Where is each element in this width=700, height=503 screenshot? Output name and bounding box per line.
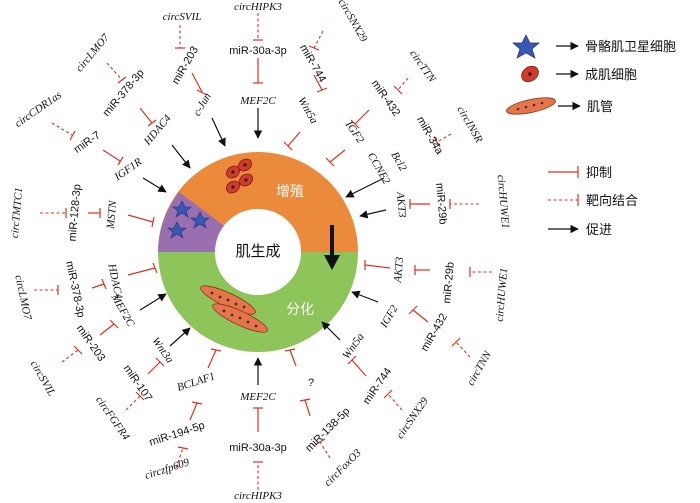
label-mir138: miR-138-5p [303,405,352,454]
label-circhipk3-bot: circHIPK3 [234,490,282,502]
label-mir7: miR-7 [72,129,103,156]
label-mir29b-top: miR-29b [433,183,449,225]
label-circsnx29-bot: circSNX29 [394,395,431,441]
label-mir378-bot: miR-378-3p [63,260,87,319]
label-circhuwe1-top: circHUWE1 [495,174,512,229]
label-circfoxo3: circFoxO3 [322,447,364,489]
label-mir378-top: miR-378-3p [101,67,147,119]
label-circinsr: circINSR [454,104,484,145]
legend-myotube-label: 肌管 [587,100,613,115]
label-mef2c-top: MEF2C [239,95,276,107]
legend-promote-label: 促进 [586,223,612,238]
label-circcdr1as: circCDR1as [13,89,64,130]
label-mir744-top: miR-744 [297,42,328,84]
label-mir107: miR-107 [121,363,155,404]
label-wnt5a-top: Wnt5a [295,95,320,126]
legend-promote: 促进 [548,223,612,238]
label-circsvil-top: circSVIL [163,11,202,23]
myotube-icons [200,285,268,333]
legend-satellite: 骨骼肌卫星细胞 [512,34,676,59]
label-mir30a-bot: miR-30a-3p [229,442,286,454]
label-wnt3a: Wnt3a [149,335,176,366]
label-bcl2: Bcl2 [388,150,409,174]
regulatory-network [34,13,492,490]
label-cjun: c-Jun [191,90,214,118]
label-bclaf1: BCLAF1 [176,370,217,394]
label-ccne2: CCNE2 [365,151,393,187]
differentiation-segment [158,252,358,352]
legend-target: 靶向结合 [548,193,638,209]
label-circhipk3-top: circHIPK3 [234,1,282,13]
myotube-icon [506,97,556,115]
label-circsvil-bot: circSVIL [28,359,58,399]
label-mir34a: miR-34a [414,114,446,157]
label-circzfp609: circzfp609 [143,456,191,482]
label-mir29b-bot: miR-29b [441,262,457,304]
label-mef2c-bot: MEF2C [239,391,276,403]
label-circtmtc1: circTMTC1 [9,187,25,239]
label-hdac4-bot: HDAC4 [105,262,124,301]
satellite-cell-icon [512,34,540,59]
label-circhuwe1-bot: circHUWE1 [494,267,511,322]
myoblast-icons [226,158,253,194]
label-hdac4-top: HDAC4 [141,112,174,148]
center-hole [215,209,301,295]
label-mstn: MSTN [105,200,120,231]
legend-inhibit: 抑制 [548,166,612,181]
label-circlmo7-top: circLMO7 [74,31,113,74]
differentiation-label: 分化 [286,302,314,318]
legend-myoblast: 成肌细胞 [521,65,637,83]
label-wnt5a-bot: Wnt5a [340,331,367,362]
label-circsnx29-top: circSNX29 [336,0,370,44]
legend-inhibit-label: 抑制 [586,166,612,181]
label-igf2-bot: IGF2 [378,303,401,331]
label-unknown-mark: ? [308,377,314,389]
label-mir128: miR-128-3p [67,184,84,242]
proliferation-label: 增殖 [276,183,304,200]
label-mir30a-top: miR-30a-3p [229,45,286,57]
label-akt3-top: AKT3 [394,190,408,218]
stage-transition-arrow [324,225,340,270]
label-circfgfr4: circFGFR4 [93,394,132,442]
legend-myotube: 肌管 [506,97,613,115]
label-igf1r: IGF1R [112,156,145,184]
myogenesis-label: 肌生成 [235,242,280,260]
label-circttn-top: circTTN [407,48,438,85]
legend-myoblast-label: 成肌细胞 [585,68,637,83]
label-circttn-bot: circTNN [465,349,494,388]
legend-target-label: 靶向结合 [586,193,638,209]
label-mir744-bot: miR-744 [361,366,395,407]
label-mir432-top: miR-432 [369,78,403,119]
label-akt3-bot: AKT3 [392,256,406,284]
label-igf2-top: IGF2 [342,118,366,146]
satellite-cell-icons [167,200,210,239]
label-circlmo7-bot: circLMO7 [12,274,33,321]
legend-satellite-label: 骨骼肌卫星细胞 [585,39,676,55]
myogenesis-wheel: 肌生成 增殖 分化 [158,152,358,352]
label-mir194: miR-194-5p [148,420,206,449]
legend: 骨骼肌卫星细胞 成肌细胞 肌管 抑制 靶向结合 促进 [506,34,676,238]
label-mir203-bot: miR-203 [74,323,108,364]
